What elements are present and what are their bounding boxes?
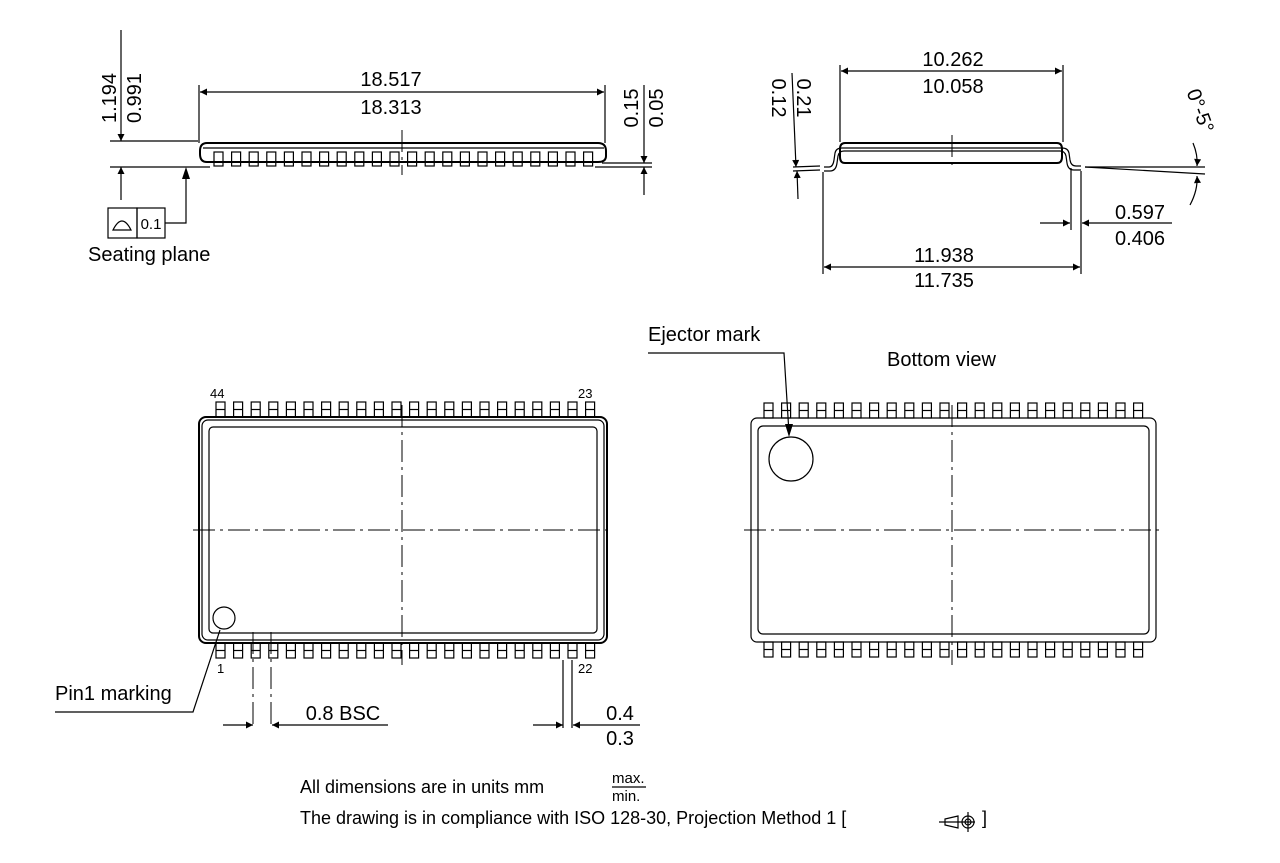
notes: All dimensions are in units mm max. min.… bbox=[300, 770, 987, 832]
pitch-label: 0.8 BSC bbox=[306, 703, 380, 725]
ejector-mark-circle bbox=[768, 436, 814, 482]
lead bbox=[283, 151, 294, 167]
package-body-side bbox=[199, 142, 607, 163]
side-view: 1.194 0.991 18.517 18.313 0.15 0.05 0.1 … bbox=[88, 30, 668, 266]
lead bbox=[336, 151, 347, 167]
lead bbox=[459, 151, 470, 167]
lead bbox=[266, 151, 277, 167]
units-max: max. bbox=[612, 770, 645, 787]
lead bbox=[231, 151, 242, 167]
ejector-leader bbox=[648, 352, 790, 434]
body-width-max: 10.262 bbox=[922, 49, 983, 71]
tolerance-arrowhead bbox=[182, 167, 190, 179]
lead bbox=[354, 151, 365, 167]
lead bbox=[442, 151, 453, 167]
body-width-min: 10.058 bbox=[922, 76, 983, 98]
pin-44-label: 44 bbox=[210, 386, 224, 401]
first-angle-projection-icon bbox=[939, 812, 975, 832]
lead bbox=[407, 151, 418, 167]
lead-thickness-min: 0.12 bbox=[767, 79, 789, 118]
units-min: min. bbox=[612, 788, 640, 805]
standoff-max: 0.15 bbox=[621, 89, 643, 128]
overall-width-max: 11.938 bbox=[914, 245, 974, 267]
units-note: All dimensions are in units mm bbox=[300, 777, 544, 797]
angle-arc-top bbox=[1192, 142, 1202, 167]
pin1-leader bbox=[55, 629, 221, 713]
package-body-end bbox=[839, 142, 1063, 164]
lead bbox=[389, 151, 400, 167]
length-max: 18.517 bbox=[360, 69, 421, 91]
pin-22-label: 22 bbox=[578, 661, 592, 676]
pins-bottom-row bbox=[763, 641, 1144, 658]
lead-thickness-max: 0.21 bbox=[792, 79, 814, 118]
side-leads bbox=[213, 151, 594, 167]
pin1-marking-label: Pin1 marking bbox=[55, 683, 172, 705]
foot-length-min: 0.406 bbox=[1115, 228, 1165, 250]
pin-23-label: 23 bbox=[578, 386, 592, 401]
lead bbox=[301, 151, 312, 167]
iso-note-close: ] bbox=[982, 808, 987, 828]
lead bbox=[547, 151, 559, 167]
ejector-mark-label: Ejector mark bbox=[648, 324, 761, 346]
ext-thk-1 bbox=[792, 165, 821, 168]
lead bbox=[477, 151, 488, 167]
lead bbox=[213, 151, 224, 167]
bottom-view-title: Bottom view bbox=[887, 349, 996, 371]
angle-arc-bottom bbox=[1189, 175, 1201, 206]
lead bbox=[495, 151, 506, 167]
lead bbox=[530, 151, 541, 167]
lead-width-min: 0.3 bbox=[606, 728, 634, 750]
pins-top-row bbox=[763, 402, 1144, 419]
height-max: 1.194 bbox=[99, 73, 121, 123]
lead-angle: 0°-5° bbox=[1182, 86, 1218, 136]
top-view: 44 23 1 22 Pin1 marking 0.8 BSC 0.4 0.3 bbox=[55, 386, 640, 750]
length-min: 18.313 bbox=[360, 97, 421, 119]
coplanarity-value: 0.1 bbox=[141, 216, 162, 233]
thk-arrow-top bbox=[791, 72, 800, 168]
lead bbox=[565, 151, 576, 167]
overall-width-min: 11.735 bbox=[914, 270, 974, 292]
bottom-view: Ejector mark Bottom view bbox=[648, 324, 1160, 665]
height-min: 0.991 bbox=[124, 73, 146, 123]
iso-note: The drawing is in compliance with ISO 12… bbox=[300, 808, 846, 828]
pin-1-label: 1 bbox=[217, 661, 224, 676]
lead bbox=[248, 151, 259, 167]
pin1-dot bbox=[212, 606, 236, 630]
thk-arrow-bottom bbox=[793, 170, 801, 200]
standoff-min: 0.05 bbox=[646, 89, 668, 128]
angle-lead-line bbox=[1084, 166, 1206, 175]
foot-length-max: 0.597 bbox=[1115, 202, 1165, 224]
pins-bottom-row bbox=[215, 642, 596, 659]
tolerance-leader bbox=[165, 172, 187, 224]
profile-surface-icon bbox=[112, 220, 132, 231]
lead-width-max: 0.4 bbox=[606, 703, 634, 725]
seating-plane-label: Seating plane bbox=[88, 244, 210, 266]
lead bbox=[371, 151, 382, 167]
lead bbox=[512, 151, 523, 167]
end-view: 10.262 10.058 0.21 0.12 0°-5° 0.597 0.40… bbox=[767, 49, 1218, 292]
tolerance-symbol-cell bbox=[107, 207, 138, 239]
lead bbox=[319, 151, 330, 167]
ext-thk-2 bbox=[792, 169, 821, 172]
ejector-arrowhead bbox=[785, 424, 793, 437]
lead bbox=[582, 151, 594, 167]
pins-top-row bbox=[215, 401, 596, 418]
lead bbox=[424, 151, 435, 167]
